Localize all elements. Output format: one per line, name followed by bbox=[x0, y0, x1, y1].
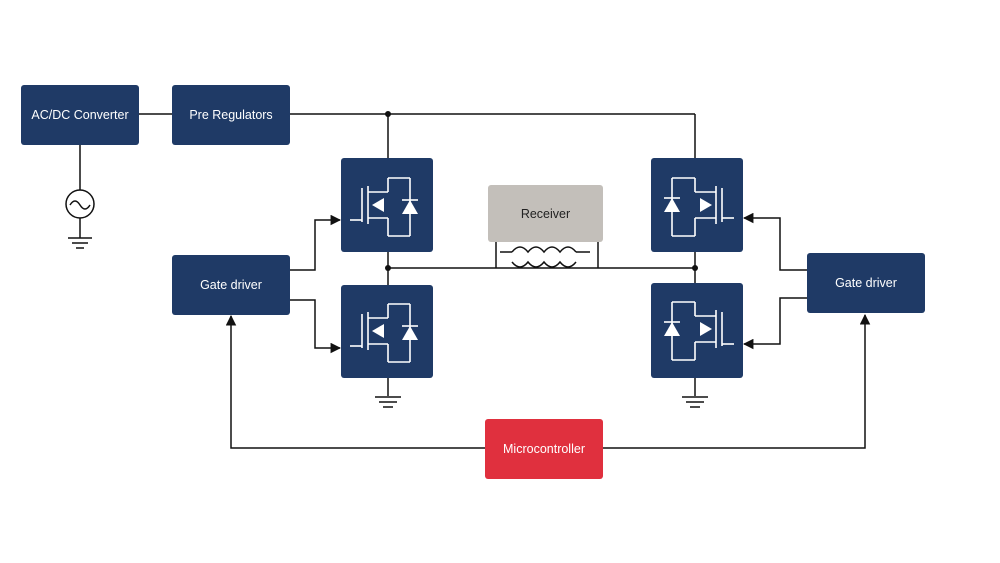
microcontroller-label: Microcontroller bbox=[503, 442, 585, 456]
microcontroller-block: Microcontroller bbox=[485, 419, 603, 479]
receiver-block: Receiver bbox=[488, 185, 603, 242]
mosfet-icon bbox=[341, 285, 433, 378]
ground-icon bbox=[375, 396, 401, 408]
gate-driver-left-block: Gate driver bbox=[172, 255, 290, 315]
ground-icon bbox=[682, 396, 708, 408]
pre-regulators-label: Pre Regulators bbox=[189, 108, 273, 122]
gate-driver-left-label: Gate driver bbox=[200, 278, 262, 292]
receiver-label: Receiver bbox=[520, 206, 571, 221]
gate-driver-right-block: Gate driver bbox=[807, 253, 925, 313]
gate-driver-right-label: Gate driver bbox=[835, 276, 897, 290]
mosfet-icon bbox=[651, 283, 743, 378]
wires bbox=[79, 113, 871, 449]
ac-dc-converter-block: AC/DC Converter bbox=[21, 85, 139, 145]
junction-dots bbox=[385, 111, 698, 271]
ground-icon bbox=[68, 237, 92, 249]
ac-dc-converter-label: AC/DC Converter bbox=[31, 108, 129, 122]
mosfet-icon bbox=[341, 158, 433, 252]
ac-source-icon bbox=[65, 189, 95, 219]
pre-regulators-block: Pre Regulators bbox=[172, 85, 290, 145]
mosfet-icon bbox=[651, 158, 743, 252]
